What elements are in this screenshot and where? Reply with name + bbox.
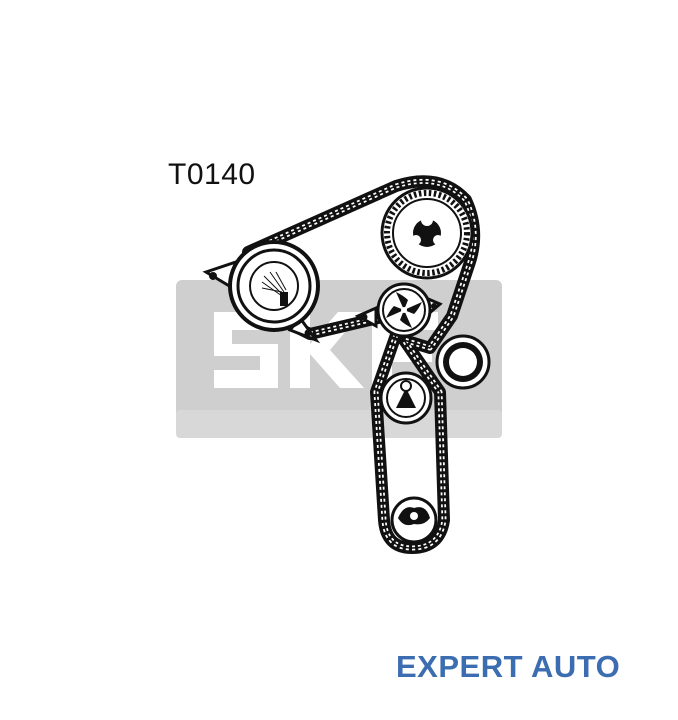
water-pump-pulley [354, 282, 443, 338]
part-number: T0140 [168, 158, 256, 191]
watermark-brand: EXPERT AUTO [396, 649, 621, 684]
tensioner-pulley [202, 240, 321, 344]
idler-pulley [435, 334, 491, 390]
camshaft-sprocket [380, 186, 474, 280]
crankshaft-sprocket [390, 496, 438, 544]
guide-pulley [379, 371, 433, 425]
toothed-belt [242, 175, 481, 554]
